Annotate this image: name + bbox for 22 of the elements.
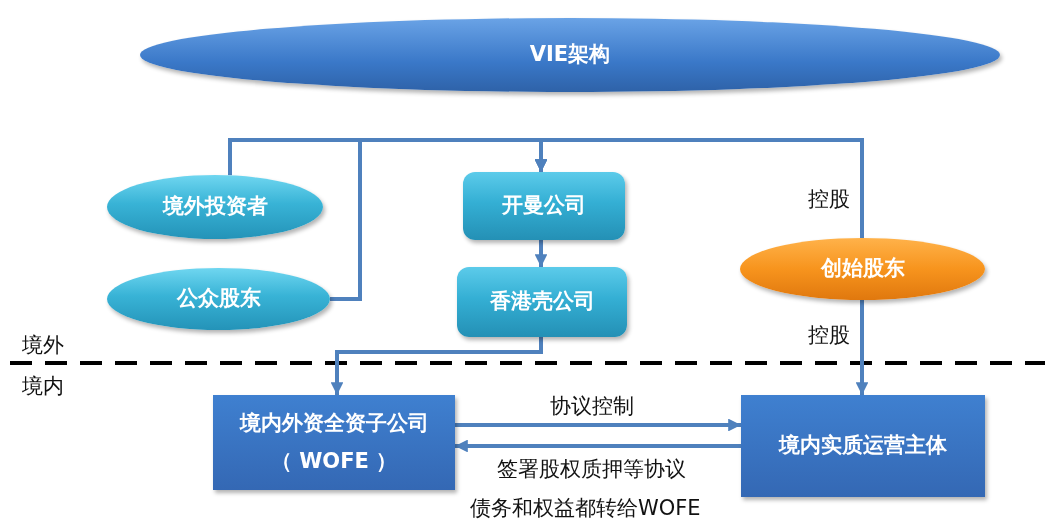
arrow xyxy=(534,138,864,238)
rounded-box xyxy=(457,267,627,337)
node-label: 境内实质运营主体 xyxy=(779,432,947,460)
arrow xyxy=(455,418,741,432)
rounded-box xyxy=(463,172,625,240)
node-label: 香港壳公司 xyxy=(489,288,595,316)
edge-label: 签署股权质押等协议 xyxy=(495,455,688,483)
process-box xyxy=(213,395,455,490)
node-label: 境内外资全资子公司 xyxy=(239,409,429,437)
edge-label: 协议控制 xyxy=(548,392,636,420)
arrow xyxy=(455,439,741,453)
arrow xyxy=(534,240,548,267)
process-box xyxy=(741,395,985,497)
arrow xyxy=(855,300,869,395)
arrow xyxy=(330,337,543,395)
node-label: 公众股东 xyxy=(176,285,261,313)
node-label: VIE架构 xyxy=(529,41,611,69)
note-text: 债务和权益都转给WOFE xyxy=(468,494,703,522)
node-label: 境外投资者 xyxy=(162,193,268,221)
node-label: 创始股东 xyxy=(820,255,905,283)
node-label: （ WOFE ） xyxy=(270,447,398,475)
node-label: 开曼公司 xyxy=(502,192,586,220)
